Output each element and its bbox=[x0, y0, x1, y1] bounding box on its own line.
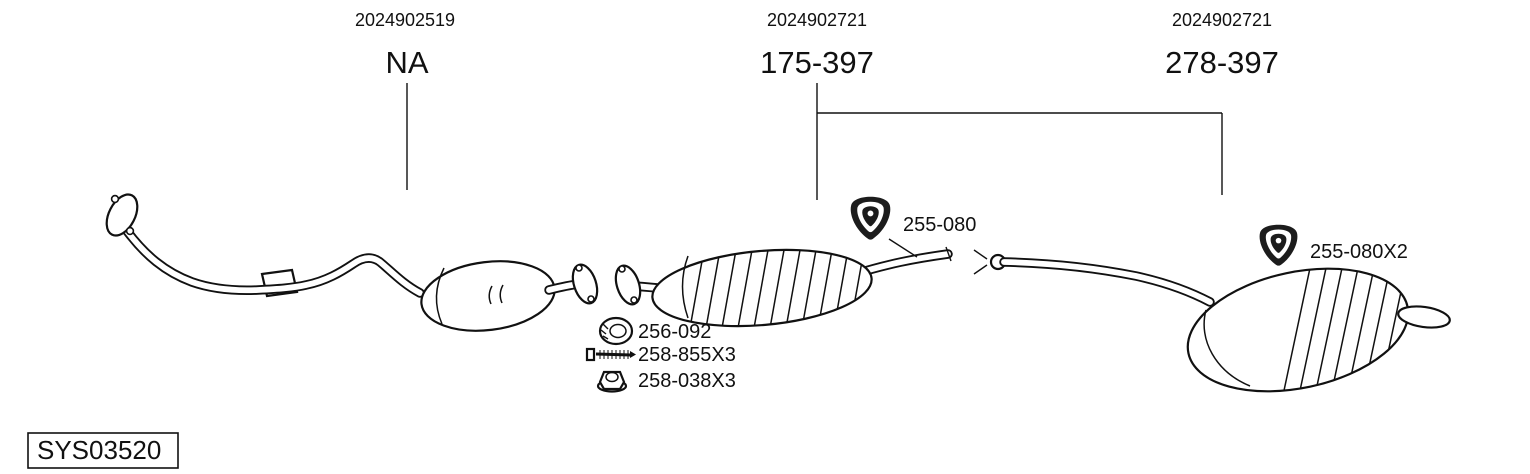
part-number-label: 2024902519 bbox=[355, 10, 455, 30]
callout-leader-line bbox=[888, 238, 918, 258]
system-id-box: SYS03520 bbox=[27, 432, 179, 469]
nut-icon bbox=[596, 370, 628, 393]
center-inlet-flange-icon bbox=[614, 264, 642, 306]
tailpipe-tip bbox=[1397, 305, 1451, 329]
front-muffler bbox=[420, 260, 556, 332]
callout-label-nut: 258-038X3 bbox=[638, 370, 736, 392]
tailpipe-end-mark bbox=[945, 246, 952, 262]
callout-label-bolt: 258-855X3 bbox=[638, 344, 736, 366]
brand-logo-icon bbox=[850, 196, 891, 240]
variant-label: 278-397 bbox=[1165, 45, 1279, 80]
rear-section: 255-080X2 bbox=[973, 224, 1451, 401]
small-parts: 256-092 258-855X3 258-038X3 bbox=[585, 316, 736, 393]
center-section: 255-080 bbox=[614, 196, 976, 329]
header-group-front: 2024902519 NA bbox=[355, 10, 455, 190]
gasket-ring-icon bbox=[598, 316, 634, 346]
front-outlet-flange-icon bbox=[571, 263, 599, 305]
header-group-center: 2024902721 175-397 bbox=[760, 10, 1222, 200]
front-flange-icon bbox=[105, 193, 139, 237]
part-number-label: 2024902721 bbox=[767, 10, 867, 30]
bolt-icon bbox=[585, 347, 636, 362]
callout-label-rear-hanger: 255-080X2 bbox=[1310, 241, 1408, 263]
rear-muffler bbox=[1186, 267, 1420, 401]
front-section bbox=[105, 193, 599, 332]
brand-logo-icon bbox=[1259, 224, 1298, 266]
variant-label: 175-397 bbox=[760, 45, 874, 80]
header-group-rear: 2024902721 278-397 bbox=[1165, 10, 1279, 195]
callout-label-gasket: 256-092 bbox=[638, 321, 711, 343]
system-id-label: SYS03520 bbox=[37, 435, 161, 465]
variant-label: NA bbox=[385, 45, 428, 80]
callout-label-center-hanger: 255-080 bbox=[903, 214, 976, 236]
part-number-label: 2024902721 bbox=[1172, 10, 1272, 30]
